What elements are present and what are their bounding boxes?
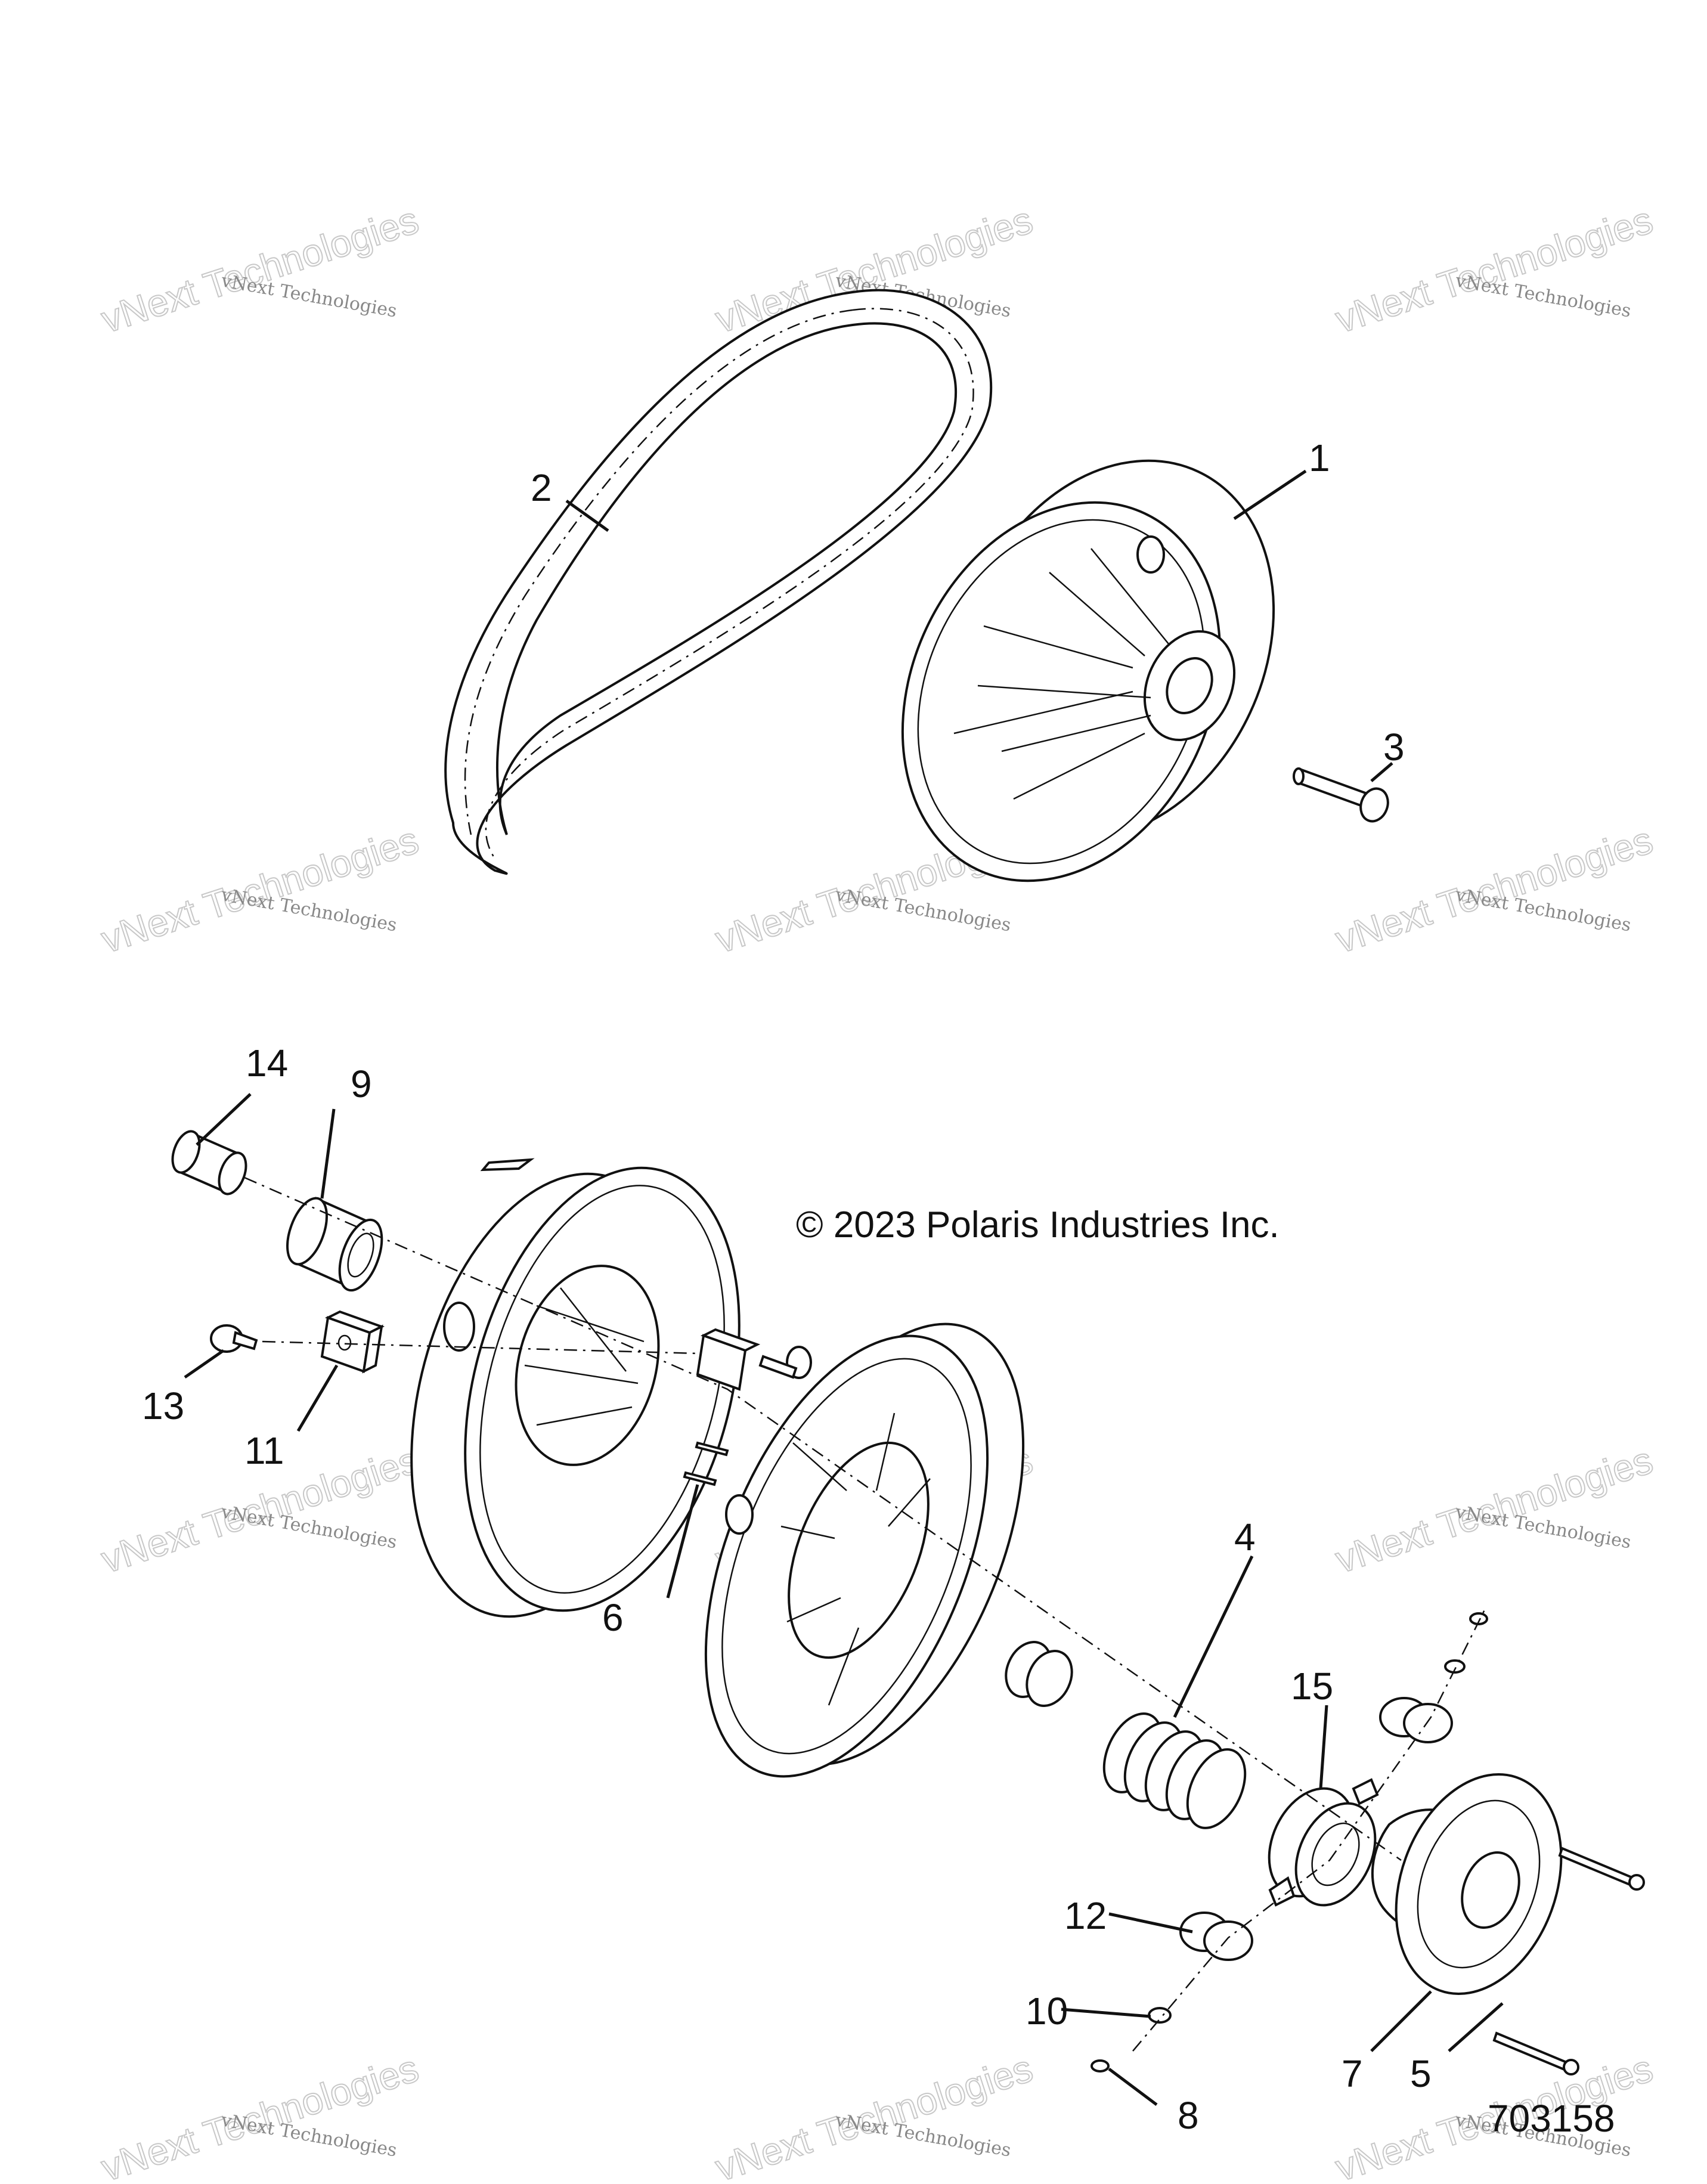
- secondary-sheave-part: [901, 459, 1275, 882]
- copyright-notice: © 2023 Polaris Industries Inc.: [796, 1204, 1280, 1246]
- callout-14: 14: [246, 1042, 288, 1085]
- callout-10: 10: [1026, 1990, 1068, 2033]
- watermark-large: vNext Technologies: [96, 818, 423, 961]
- drive-belt-part: [444, 289, 993, 875]
- callout-12: 12: [1064, 1894, 1107, 1937]
- dowel-pin-part-6: [683, 1441, 729, 1486]
- leader-lines: [184, 469, 1504, 2106]
- callout-1: 1: [1309, 436, 1330, 479]
- callout-9: 9: [351, 1062, 372, 1105]
- callout-7: 7: [1342, 2052, 1363, 2095]
- callout-6: 6: [602, 1596, 624, 1639]
- drawing-number: 703158: [1488, 2097, 1615, 2140]
- callout-2: 2: [531, 466, 552, 509]
- roller-part-12: [1179, 1912, 1253, 1961]
- callout-8: 8: [1178, 2094, 1199, 2137]
- callout-3: 3: [1383, 726, 1405, 769]
- watermark-large: vNext Technologies: [710, 2046, 1037, 2184]
- callout-11: 11: [244, 1429, 284, 1472]
- pin-part-13: [210, 1324, 258, 1353]
- watermark-large: vNext Technologies: [96, 2046, 423, 2184]
- clip-part-8: [1091, 2059, 1110, 2073]
- callout-13: 13: [142, 1384, 184, 1427]
- watermark-large: vNext Technologies: [96, 198, 423, 341]
- watermark-large: vNext Technologies: [1330, 818, 1658, 961]
- roller-block-duplicate: [696, 1328, 812, 1391]
- sleeve-part: [1005, 1641, 1073, 1707]
- watermark-large: vNext Technologies: [1330, 198, 1658, 341]
- callout-5: 5: [1410, 2052, 1432, 2095]
- screw-part-5: [1492, 1847, 1645, 2075]
- upper-roller-part: [1379, 1612, 1488, 1743]
- bearing-part-9: [286, 1197, 383, 1292]
- washer-part-10: [1148, 2007, 1172, 2024]
- spring-part-4: [1102, 1712, 1247, 1829]
- callout-15: 15: [1291, 1665, 1333, 1708]
- helix-carrier-part-15: [1268, 1778, 1379, 1907]
- callout-labels: 1 2 3 4 5 6 7 8 9 10 11 12 13 14 15: [142, 436, 1432, 2137]
- roller-block-part-11: [320, 1310, 385, 1374]
- bushing-part-14: [171, 1130, 247, 1195]
- centerlines: [244, 1176, 1486, 2052]
- bolt-part: [1293, 767, 1389, 823]
- callout-4: 4: [1234, 1516, 1256, 1559]
- cover-part-7: [1371, 1773, 1563, 1995]
- moveable-sheave-part: [410, 1158, 741, 1618]
- stationary-sheave-part: [704, 1322, 1025, 1778]
